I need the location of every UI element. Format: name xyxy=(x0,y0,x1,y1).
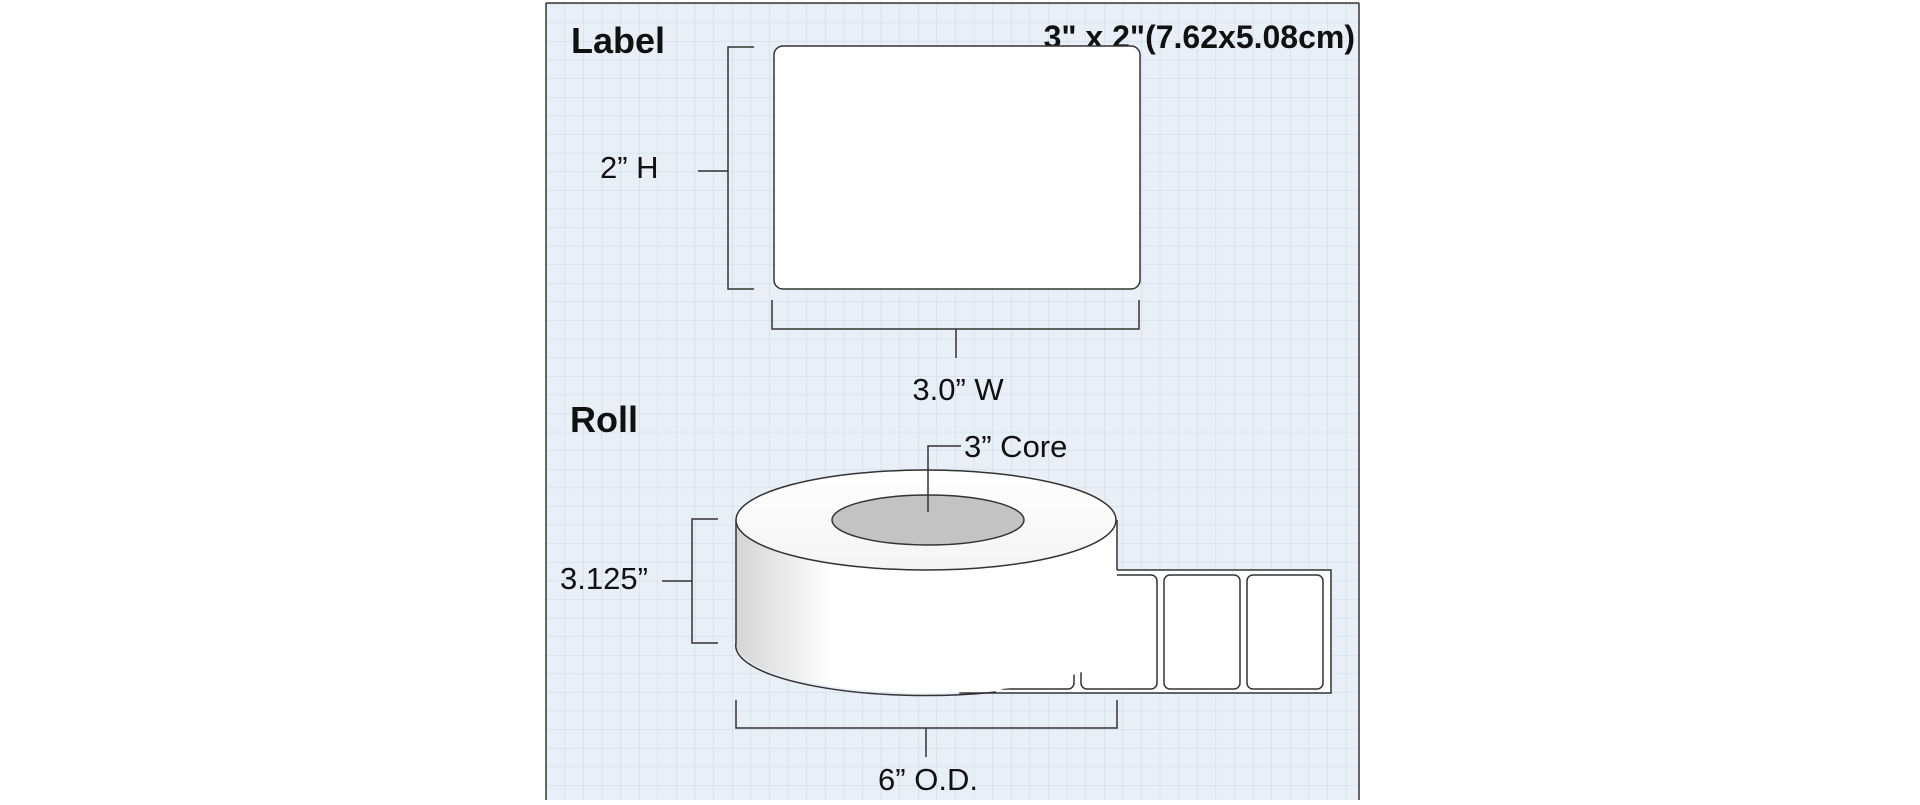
roll-label-4 xyxy=(1246,574,1324,690)
label-heading: Label xyxy=(571,20,665,61)
roll-heading: Roll xyxy=(570,399,638,440)
core-leader xyxy=(927,445,961,512)
roll-side-outline xyxy=(735,520,997,697)
roll-diameter-text: 6” O.D. xyxy=(878,762,978,797)
height-bracket xyxy=(727,46,754,290)
roll-label-3 xyxy=(1163,574,1241,690)
label-width-text: 3.0” W xyxy=(912,372,1004,407)
roll-core-text: 3” Core xyxy=(964,429,1067,464)
label-shape xyxy=(773,45,1141,290)
label-height-text: 2” H xyxy=(600,150,659,185)
roll-width-text: 3.125” xyxy=(560,561,648,596)
